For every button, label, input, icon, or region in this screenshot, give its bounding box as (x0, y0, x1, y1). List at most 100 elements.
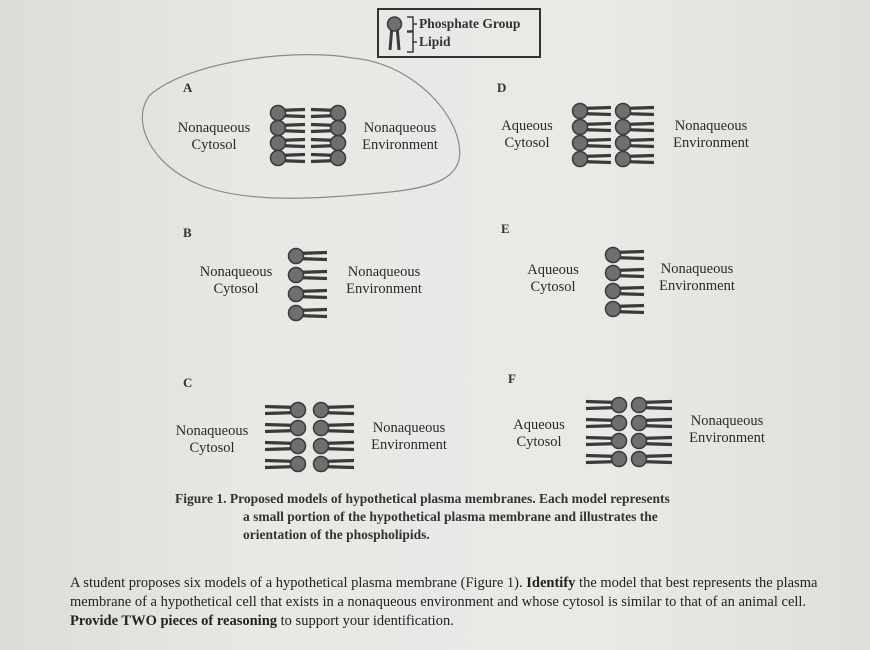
model-c-diagram (264, 401, 355, 473)
phospholipid (264, 455, 307, 473)
phospholipid (630, 414, 673, 432)
figure-caption: Figure 1. Proposed models of hypothetica… (175, 490, 835, 544)
phospholipid (287, 247, 328, 265)
phosphate-head (386, 16, 403, 32)
phosphate-head (614, 134, 632, 152)
label-line: Nonaqueous (347, 264, 421, 280)
phosphate-head (630, 414, 648, 432)
phospholipid (585, 432, 628, 450)
label-line: Cytosol (189, 440, 235, 456)
legend-phosphate-label: Phosphate Group (419, 16, 521, 31)
phospholipid (614, 150, 655, 168)
label-line: Nonaqueous (199, 264, 273, 280)
phospholipid (585, 396, 628, 414)
phospholipid (571, 102, 612, 120)
phosphate-head (571, 102, 589, 120)
phospholipid (269, 104, 306, 122)
phospholipid (604, 282, 645, 300)
hand-drawn-circle (141, 54, 461, 199)
phosphate-head (269, 119, 287, 137)
question-text: the model that best represents the plasm… (70, 575, 818, 610)
phospholipid (269, 134, 306, 152)
model-a-diagram (269, 104, 347, 167)
model-e-diagram (604, 246, 645, 318)
label-line: Nonaqueous (690, 413, 764, 429)
phosphate-head (312, 401, 330, 419)
label-line: Aqueous (501, 118, 553, 134)
phospholipid (310, 104, 347, 122)
phosphate-head (571, 134, 589, 152)
phospholipid (312, 419, 355, 437)
phosphate-head (287, 304, 305, 322)
phospholipid (630, 396, 673, 414)
caption-line-2: a small portion of the hypothetical plas… (243, 509, 658, 524)
phospholipid (312, 437, 355, 455)
model-c-letter: C (183, 375, 193, 390)
phosphate-head (610, 450, 628, 468)
phosphate-head (269, 149, 287, 167)
phospholipid (310, 134, 347, 152)
phosphate-head (287, 266, 305, 284)
phosphate-head (287, 285, 305, 303)
model-e-letter: E (501, 221, 510, 236)
label-line: Cytosol (504, 135, 550, 151)
phospholipid (269, 119, 306, 137)
legend-lipid-label: Lipid (419, 34, 451, 49)
phospholipid (312, 401, 355, 419)
label-line: Nonaqueous (660, 261, 734, 277)
phosphate-head (329, 119, 347, 137)
label-line: Environment (689, 430, 765, 446)
phosphate-head (312, 437, 330, 455)
phosphate-head (614, 118, 632, 136)
phospholipid (571, 134, 612, 152)
phospholipid (614, 102, 655, 120)
phosphate-head (630, 432, 648, 450)
label-line: Cytosol (213, 281, 259, 297)
phosphate-head (610, 396, 628, 414)
phospholipid (614, 118, 655, 136)
model-f-diagram (585, 396, 673, 468)
phosphate-head (604, 300, 622, 318)
phosphate-head (329, 134, 347, 152)
legend-lipid-icon (386, 16, 417, 53)
label-line: Nonaqueous (175, 423, 249, 439)
caption-line-3: orientation of the phospholipids. (243, 527, 430, 542)
model-b-letter: B (183, 225, 192, 240)
phosphate-head (329, 104, 347, 122)
phospholipid (604, 264, 645, 282)
phosphate-head (269, 134, 287, 152)
phospholipid (269, 149, 306, 167)
phosphate-head (571, 118, 589, 136)
phospholipid (287, 285, 328, 303)
phosphate-head (329, 149, 347, 167)
label-line: Aqueous (513, 417, 565, 433)
phosphate-head (289, 419, 307, 437)
question-text: to support your identification. (277, 613, 454, 629)
phospholipid (310, 149, 347, 167)
phosphate-head (287, 247, 305, 265)
phospholipid (614, 134, 655, 152)
phospholipid (264, 401, 307, 419)
model-b-diagram (287, 247, 328, 322)
label-line: Nonaqueous (372, 420, 446, 436)
bracket-lipid (407, 31, 417, 53)
phosphate-head (610, 432, 628, 450)
phosphate-head (289, 401, 307, 419)
phosphate-head (289, 437, 307, 455)
label-line: Environment (362, 137, 438, 153)
label-line: Cytosol (191, 137, 237, 153)
phospholipid (630, 432, 673, 450)
phosphate-head (289, 455, 307, 473)
phosphate-head (610, 414, 628, 432)
phospholipid (312, 455, 355, 473)
phosphate-head (614, 150, 632, 168)
phospholipid (287, 266, 328, 284)
